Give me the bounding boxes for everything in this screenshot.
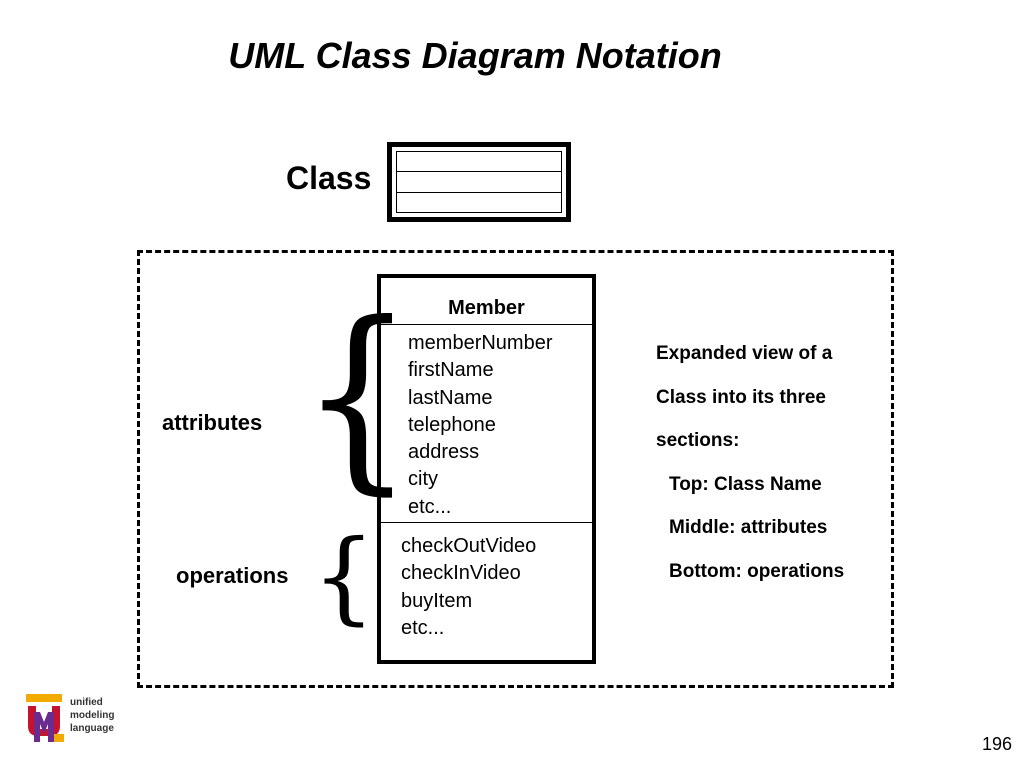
operation-item: checkInVideo xyxy=(401,562,521,585)
class-symbol-box xyxy=(387,142,571,222)
description-section-line: Middle: attributes xyxy=(669,517,828,538)
attributes-brace: { xyxy=(300,280,415,513)
class-symbol-label: Class xyxy=(286,160,372,196)
description-line: Expanded view of a xyxy=(656,343,833,364)
operation-item: buyItem xyxy=(401,589,473,612)
attribute-item: lastName xyxy=(408,386,493,409)
uml-logo-text: unified modeling language xyxy=(70,696,114,735)
class-symbol-middle-compartment xyxy=(397,171,561,191)
operations-brace: { xyxy=(312,518,376,635)
attributes-operations-divider xyxy=(381,522,592,523)
attribute-item: city xyxy=(408,468,438,491)
logo-text-line: modeling xyxy=(70,710,115,721)
operations-list: checkOutVideo checkInVideo buyItem etc..… xyxy=(401,533,536,642)
member-class-name: Member xyxy=(448,297,525,319)
name-attributes-divider xyxy=(381,324,592,325)
operations-label: operations xyxy=(176,563,289,588)
description-section-line: Top: Class Name xyxy=(669,473,822,495)
description-line: Class into its three xyxy=(656,386,826,408)
operation-item: checkOutVideo xyxy=(401,535,537,557)
description-line: sections: xyxy=(656,430,740,451)
slide-title: UML Class Diagram Notation xyxy=(228,35,722,76)
attribute-item: address xyxy=(408,441,480,464)
operation-item: etc... xyxy=(401,616,445,639)
description-section-line: Bottom: operations xyxy=(669,560,845,582)
class-symbol-bottom-compartment xyxy=(397,191,561,212)
attribute-item: memberNumber xyxy=(408,332,553,354)
attributes-list: memberNumber firstName lastName telephon… xyxy=(408,330,552,521)
attribute-item: firstName xyxy=(408,359,494,382)
logo-text-line: language xyxy=(70,723,114,734)
attribute-item: telephone xyxy=(408,413,496,436)
uml-logo: unified modeling language xyxy=(24,690,124,746)
class-symbol-top-compartment xyxy=(397,152,561,171)
logo-text-line: unified xyxy=(70,697,103,708)
member-class-box: Member memberNumber firstName lastName t… xyxy=(377,274,596,664)
attributes-label: attributes xyxy=(162,410,263,435)
expanded-view-description: Expanded view of a Class into its three … xyxy=(656,332,844,593)
class-symbol-compartments xyxy=(396,151,562,213)
page-number: 196 xyxy=(981,734,1012,754)
uml-logo-icon xyxy=(26,694,64,742)
expanded-view-frame xyxy=(137,250,894,688)
attribute-item: etc... xyxy=(408,495,452,518)
